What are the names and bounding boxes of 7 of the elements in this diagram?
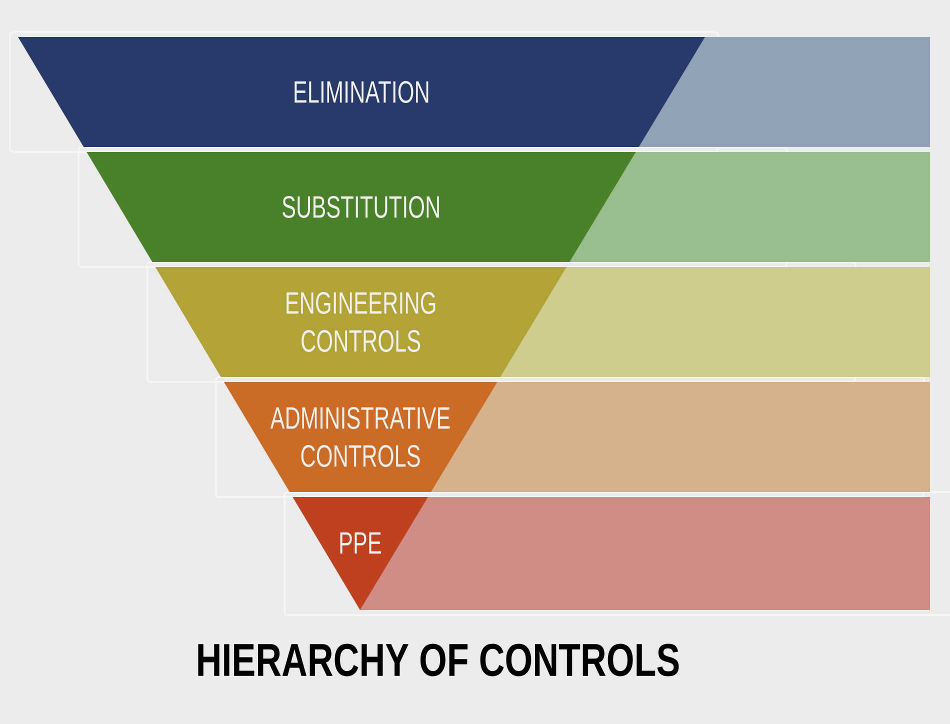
pyramid-band: ENGINEERING CONTROLS	[155, 267, 566, 377]
title: HIERARCHY OF CONTROLS	[198, 644, 679, 676]
side-bar	[500, 267, 930, 377]
pyramid-band: SUBSTITUTION	[86, 152, 636, 262]
pyramid-band: ADMINISTRATIVE CONTROLS	[224, 382, 498, 492]
side-bar	[570, 152, 930, 262]
pyramid-band: PPE	[292, 497, 428, 610]
